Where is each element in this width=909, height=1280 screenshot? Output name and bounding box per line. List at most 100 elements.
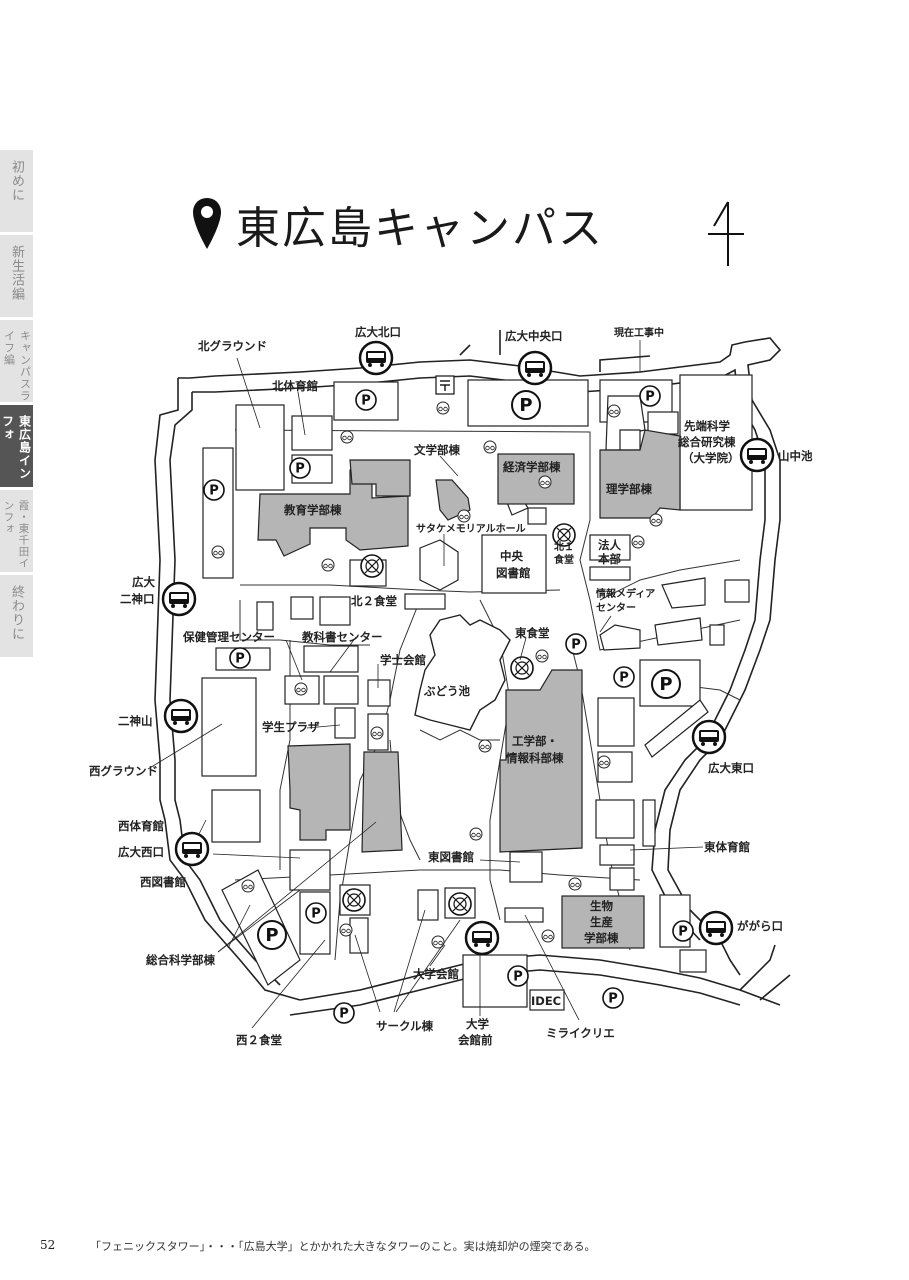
label-circle: サークル棟: [376, 1019, 434, 1033]
bicycle-parking-icon: [241, 879, 255, 893]
label-eng-1: 工学部・: [512, 734, 558, 748]
side-tab-campus-life[interactable]: キャンパスライフ編: [0, 320, 33, 402]
label-kaikan-mae-1: 大学: [466, 1017, 489, 1031]
label-media-1: 情報メディア: [596, 587, 655, 600]
bicycle-parking-icon: [538, 475, 552, 489]
label-east-canteen: 東食堂: [515, 626, 550, 640]
parking-icon: [305, 902, 327, 924]
label-west-lib: 西図書館: [140, 875, 186, 889]
bicycle-parking-icon: [631, 535, 645, 549]
bus-stop-icon[interactable]: [698, 910, 734, 946]
label-east-gate: 広大東口: [708, 761, 754, 775]
bus-stop-icon[interactable]: [161, 581, 197, 617]
bicycle-parking-icon: [597, 755, 611, 769]
bicycle-parking-icon: [340, 430, 354, 444]
parking-icon: [613, 666, 635, 688]
parking-icon: [203, 479, 225, 501]
map-pin-icon: [193, 198, 221, 249]
bicycle-parking-icon: [568, 877, 582, 891]
bicycle-parking-icon: [370, 726, 384, 740]
label-yamanaka: 山中池: [778, 449, 813, 463]
page-title: 東広島キャンパス: [236, 203, 604, 254]
bicycle-parking-icon: [457, 509, 471, 523]
bus-stop-icon[interactable]: [464, 920, 500, 956]
canteen-icon: [360, 554, 384, 578]
bicycle-parking-icon: [535, 649, 549, 663]
label-adv-sci-3: （大学院）: [682, 451, 740, 465]
parking-icon: [602, 987, 624, 1009]
label-integrated: 総合科学部棟: [146, 953, 215, 967]
north-arrow-icon: [708, 201, 744, 266]
bus-stop-icon[interactable]: [174, 831, 210, 867]
bicycle-parking-icon: [469, 827, 483, 841]
bus-stop-icon[interactable]: [358, 340, 394, 376]
label-bio-1: 生物: [590, 899, 613, 913]
label-health: 保健管理センター: [182, 630, 275, 644]
label-west-gym: 西体育館: [118, 819, 164, 833]
parking-icon: [639, 385, 661, 407]
side-tab-intro[interactable]: 初めに: [0, 150, 33, 232]
label-budou: ぶどう池: [423, 684, 470, 698]
parking-icon: [651, 669, 681, 699]
label-corp-1: 法人: [598, 538, 621, 552]
label-science: 理学部棟: [606, 482, 652, 496]
post-office-icon: [435, 375, 455, 395]
parking-icon: [355, 389, 377, 411]
bus-stop-icon[interactable]: [163, 698, 199, 734]
label-central-gate: 広大中央口: [505, 329, 563, 343]
label-west-gate: 広大西口: [118, 845, 164, 859]
label-north1-1: 北１: [554, 540, 574, 553]
label-north-gate: 広大北口: [355, 325, 401, 339]
label-west2: 西２食堂: [236, 1033, 282, 1047]
label-satake: サタケメモリアルホール: [416, 523, 526, 535]
parking-icon: [507, 965, 529, 987]
parking-icon: [333, 1002, 355, 1024]
parking-icon: [672, 920, 694, 942]
label-mirai: ミライクリエ: [546, 1026, 615, 1040]
label-east-lib: 東図書館: [428, 850, 474, 864]
bicycle-parking-icon: [607, 404, 621, 418]
parking-icon: [511, 390, 541, 420]
label-kaikan: 大学会館: [413, 967, 459, 981]
parking-icon: [565, 633, 587, 655]
parking-icon: [257, 920, 287, 950]
bicycle-parking-icon: [649, 513, 663, 527]
side-tab-higashihiroshima[interactable]: 東広島インフォ: [0, 405, 33, 487]
page-header: 東広島キャンパス: [192, 192, 604, 256]
leader-lines: [147, 340, 704, 1029]
label-north1-2: 食堂: [553, 553, 574, 566]
bus-stop-icon[interactable]: [691, 719, 727, 755]
label-adv-sci-1: 先端科学: [684, 419, 730, 433]
bus-stop-icon[interactable]: [517, 350, 553, 386]
label-media-2: センター: [596, 602, 636, 614]
label-futagami-gate: 二神口: [120, 592, 155, 606]
map-labels: 北グラウンド 広大北口 広大中央口 現在工事中 北体育館 文学部棟 経済学部棟 …: [89, 325, 813, 1047]
label-north2: 北２食堂: [351, 594, 397, 608]
canteen-icon: [342, 888, 366, 912]
bicycle-parking-icon: [339, 923, 353, 937]
label-economics: 経済学部棟: [503, 460, 561, 474]
label-idec: IDEC: [531, 994, 561, 1008]
label-gagara: ががら口: [737, 919, 783, 933]
label-bio-3: 学部棟: [584, 931, 619, 945]
bicycle-parking-icon: [436, 401, 450, 415]
parking-icon: [289, 457, 311, 479]
bus-stop-icon[interactable]: [739, 437, 775, 473]
label-central-lib-2: 図書館: [496, 566, 531, 580]
label-central-lib-1: 中央: [500, 549, 523, 563]
label-plaza: 学生プラザ: [262, 720, 320, 734]
side-tabs: 初めに 新生活編 キャンパスライフ編 東広島インフォ 霞・東千田インフォ 終わり…: [0, 150, 33, 660]
side-tab-kasumi[interactable]: 霞・東千田インフォ: [0, 490, 33, 572]
bicycle-parking-icon: [321, 558, 335, 572]
budou-pond: [414, 614, 511, 731]
label-education: 教育学部棟: [283, 503, 342, 517]
label-construction: 現在工事中: [614, 326, 664, 339]
label-kodai: 広大: [132, 575, 155, 589]
side-tab-closing[interactable]: 終わりに: [0, 575, 33, 657]
label-north-gym: 北体育館: [272, 379, 318, 393]
side-tab-new-life[interactable]: 新生活編: [0, 235, 33, 317]
label-kaikan-mae-2: 会館前: [457, 1033, 493, 1047]
bicycle-parking-icon: [294, 682, 308, 696]
label-west-ground: 西グラウンド: [89, 764, 158, 778]
